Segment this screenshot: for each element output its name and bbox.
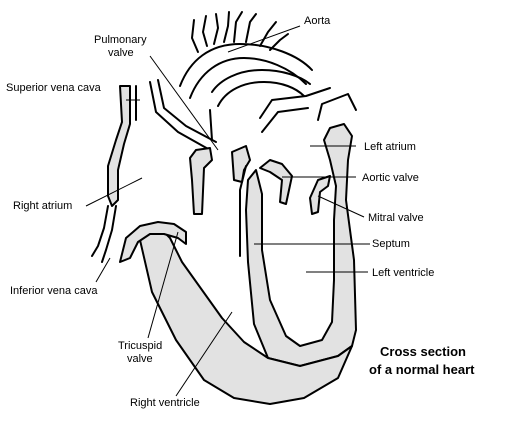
- pulmonary-artery: [149, 69, 311, 151]
- aortic-arch: [179, 11, 313, 99]
- label-left-atrium: Left atrium: [364, 141, 416, 153]
- label-tricuspid-valve-line2: valve: [127, 353, 153, 365]
- label-superior-vena-cava: Superior vena cava: [6, 82, 102, 94]
- mitral-valve-tissue: [309, 175, 331, 215]
- label-pulmonary-valve-line1: Pulmonary: [94, 34, 147, 46]
- superior-vena-cava-wall: [107, 85, 131, 207]
- inferior-vena-cava-wall-2: [101, 205, 117, 263]
- pulmonary-valve-tissue: [189, 147, 213, 215]
- label-right-ventricle: Right ventricle: [130, 397, 200, 409]
- aortic-valve-tissue: [259, 159, 293, 205]
- right-ventricle-inner-tip: [239, 165, 247, 257]
- label-aorta: Aorta: [304, 15, 331, 27]
- label-right-atrium: Right atrium: [13, 200, 72, 212]
- label-aortic-valve: Aortic valve: [362, 172, 419, 184]
- left-heart-wall: [245, 123, 357, 367]
- tricuspid-valve-tissue: [119, 221, 187, 263]
- right-ventricle-wall: [139, 227, 353, 405]
- caption-line1: Cross section: [380, 344, 466, 359]
- caption-line2: of a normal heart: [369, 362, 475, 377]
- label-tricuspid-valve-line1: Tricuspid: [118, 340, 162, 352]
- upper-septum: [231, 145, 251, 183]
- label-septum: Septum: [372, 238, 410, 250]
- label-mitral-valve: Mitral valve: [368, 212, 424, 224]
- label-inferior-vena-cava: Inferior vena cava: [10, 285, 98, 297]
- leader-lines: [85, 25, 370, 397]
- label-pulmonary-valve-line2: valve: [108, 47, 134, 59]
- inferior-vena-cava-wall: [91, 205, 109, 257]
- pulmonary-veins: [259, 87, 357, 133]
- label-left-ventricle: Left ventricle: [372, 267, 434, 279]
